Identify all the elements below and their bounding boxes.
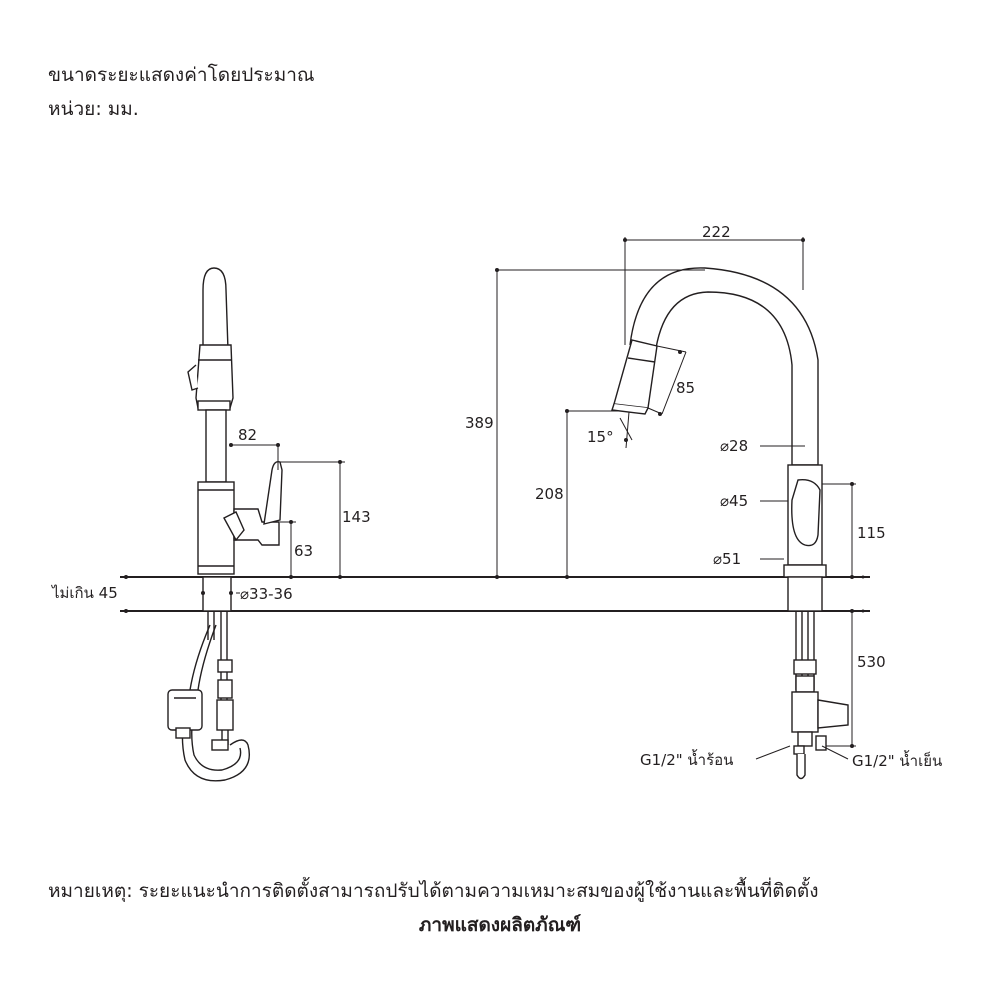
cold-water-inlet-label: G1/2" น้ำเย็น: [852, 750, 942, 770]
dim-handle-height: 143: [342, 508, 371, 526]
dim-spout-diameter: ⌀28: [720, 437, 748, 455]
installation-note: หมายเหตุ: ระยะแนะนำการติดตั้งสามารถปรับไ…: [48, 880, 819, 902]
dim-base-diameter: ⌀51: [713, 550, 741, 568]
dim-spout-reach: 222: [702, 223, 731, 241]
side-view-dimension-ticks: [124, 443, 342, 613]
dim-handle-depth: 82: [238, 426, 257, 444]
approx-dimensions-note: ขนาดระยะแสดงค่าโดยประมาณ: [48, 64, 315, 86]
dim-spray-angle: 15°: [587, 428, 614, 446]
dim-outlet-height: 208: [535, 485, 564, 503]
dim-spray-head-length: 85: [676, 379, 695, 397]
dim-lever-height: 63: [294, 542, 313, 560]
dim-mount-hole: ⌀33-36: [240, 585, 293, 603]
dim-max-counter-thickness: ไม่เกิน 45: [51, 584, 118, 602]
figure-caption: ภาพแสดงผลิตภัณฑ์: [418, 914, 582, 936]
side-view-faucet: [167, 267, 283, 782]
front-view-dimension-ticks: [495, 238, 865, 748]
side-view-dimension-lines: [231, 444, 345, 594]
dim-hose-length: 530: [857, 653, 886, 671]
dim-body-diameter: ⌀45: [720, 492, 748, 510]
front-view-faucet: [611, 267, 849, 780]
unit-label: หน่วย: มม.: [48, 98, 139, 120]
hot-water-inlet-label: G1/2" น้ำร้อน: [640, 749, 733, 769]
dim-body-height: 115: [857, 524, 886, 542]
dim-total-height: 389: [465, 414, 494, 432]
